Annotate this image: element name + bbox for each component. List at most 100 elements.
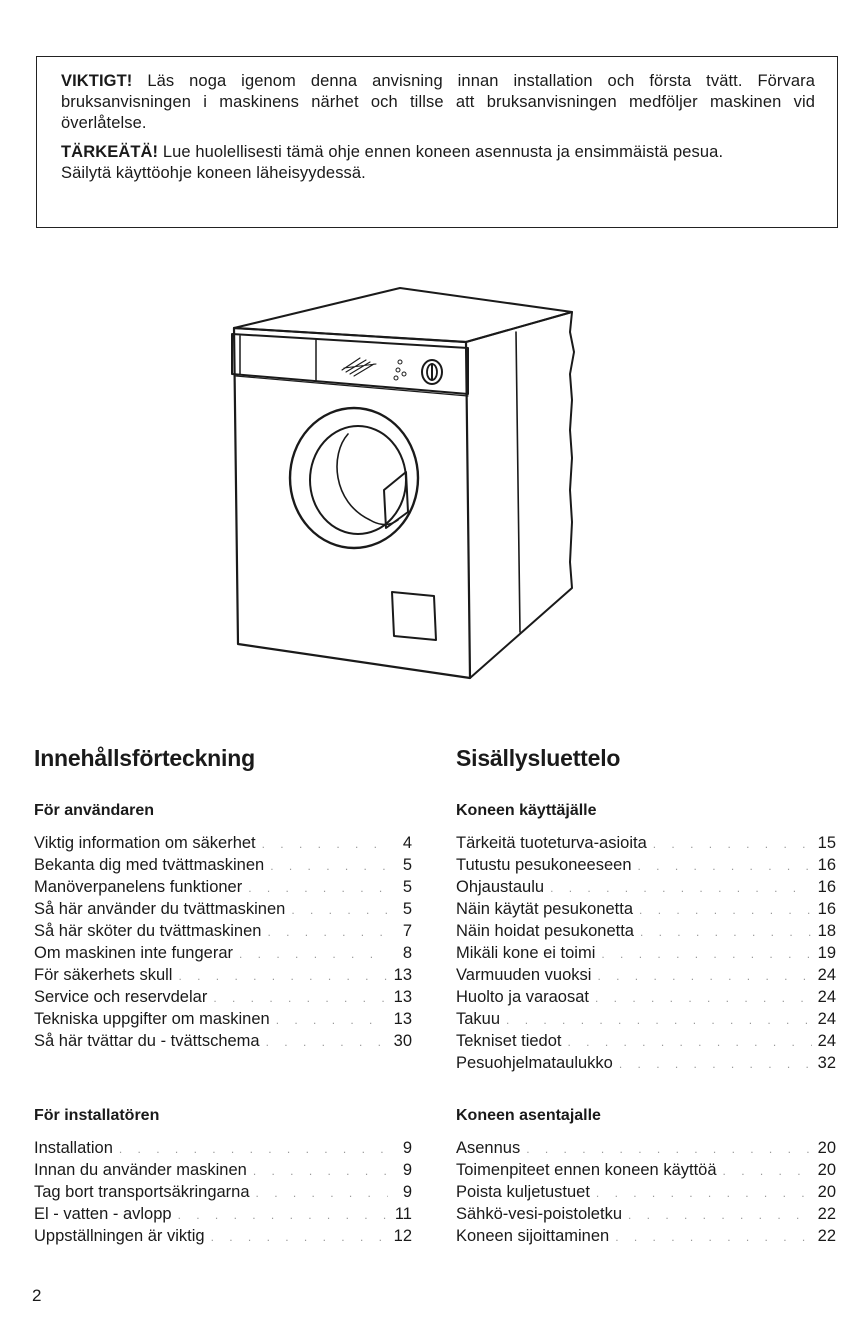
toc-entry-page: 4	[402, 834, 412, 852]
toc-entry: Installation9	[34, 1137, 412, 1159]
toc-leader-dots	[261, 921, 388, 943]
toc-leader-dots	[242, 877, 388, 899]
toc-swedish-user-heading: För användaren	[34, 802, 155, 819]
toc-entry: Så här sköter du tvättmaskinen7	[34, 920, 412, 942]
toc-finnish-user-list: Tärkeitä tuoteturva-asioita15 Tutustu pe…	[456, 832, 836, 1074]
toc-leader-dots	[500, 1009, 812, 1031]
toc-entry-page: 5	[402, 878, 412, 896]
toc-entry-label: Huolto ja varaosat	[456, 988, 589, 1006]
toc-entry-label: Så här tvättar du - tvättschema	[34, 1032, 260, 1050]
toc-leader-dots	[589, 987, 812, 1009]
toc-swedish-title: Innehållsförteckning	[34, 745, 255, 771]
toc-entry-label: Viktig information om säkerhet	[34, 834, 256, 852]
toc-entry: Koneen sijoittaminen22	[456, 1225, 836, 1247]
toc-entry: Näin käytät pesukonetta16	[456, 898, 836, 920]
toc-entry-page: 12	[393, 1227, 412, 1245]
notice-finnish-label: TÄRKEÄTÄ!	[61, 143, 159, 161]
toc-entry-page: 22	[817, 1227, 836, 1245]
toc-entry: Tärkeitä tuoteturva-asioita15	[456, 832, 836, 854]
toc-leader-dots	[247, 1160, 388, 1182]
toc-leader-dots	[264, 855, 388, 877]
toc-entry-label: Takuu	[456, 1010, 501, 1028]
toc-entry-label: El - vatten - avlopp	[34, 1205, 172, 1223]
toc-entry-page: 24	[817, 988, 836, 1006]
toc-leader-dots	[632, 855, 812, 877]
notice-swedish: VIKTIGT! Läs noga igenom denna anvisning…	[61, 71, 815, 134]
toc-entry: Manöverpanelens funktioner 5	[34, 876, 412, 898]
toc-leader-dots	[172, 1204, 388, 1226]
toc-entry-page: 16	[817, 856, 836, 874]
toc-entry-page: 7	[402, 922, 412, 940]
toc-entry-page: 20	[817, 1183, 836, 1201]
toc-entry-page: 16	[817, 878, 836, 896]
toc-leader-dots	[233, 943, 388, 965]
toc-entry-label: Ohjaustaulu	[456, 878, 545, 896]
toc-entry-page: 30	[393, 1032, 412, 1050]
toc-swedish-installer-heading: För installatören	[34, 1107, 160, 1124]
toc-entry-label: Manöverpanelens funktioner	[34, 878, 243, 896]
toc-leader-dots	[633, 899, 812, 921]
toc-leader-dots	[647, 833, 812, 855]
toc-entry-page: 13	[393, 1010, 412, 1028]
toc-entry: Innan du använder maskinen9	[34, 1159, 412, 1181]
toc-entry: Tag bort transportsäkringarna9	[34, 1181, 412, 1203]
toc-entry-label: Installation	[34, 1139, 113, 1157]
toc-swedish: Innehållsförteckning För användaren Vikt…	[34, 740, 414, 1247]
toc-entry-label: Om maskinen inte fungerar	[34, 944, 234, 962]
toc-entry-label: Näin hoidat pesukonetta	[456, 922, 634, 940]
toc-entry: Sähkö-vesi-poistoletku22	[456, 1203, 836, 1225]
toc-leader-dots	[622, 1204, 812, 1226]
page-number: 2	[32, 1286, 42, 1305]
toc-entry-page: 19	[817, 944, 836, 962]
toc-finnish: Sisällysluettelo Koneen käyttäjälle Tärk…	[456, 740, 836, 1247]
toc-leader-dots	[260, 1031, 388, 1053]
toc-finnish-title: Sisällysluettelo	[456, 745, 621, 771]
toc-entry-label: Sähkö-vesi-poistoletku	[456, 1205, 622, 1223]
toc-entry: Viktig information om säkerhet 4	[34, 832, 412, 854]
toc-entry: Huolto ja varaosat 24	[456, 986, 836, 1008]
toc-leader-dots	[613, 1053, 812, 1075]
toc-entry: Toimenpiteet ennen koneen käyttöä20	[456, 1159, 836, 1181]
notice-swedish-text: Läs noga igenom denna anvisning innan in…	[61, 72, 815, 132]
toc-entry-label: Tag bort transportsäkringarna	[34, 1183, 250, 1201]
toc-entry: Näin hoidat pesukonetta 18	[456, 920, 836, 942]
toc-leader-dots	[634, 921, 812, 943]
toc-leader-dots	[270, 1009, 388, 1031]
toc-entry: Bekanta dig med tvättmaskinen5	[34, 854, 412, 876]
toc-leader-dots	[561, 1031, 812, 1053]
toc-entry-label: Innan du använder maskinen	[34, 1161, 247, 1179]
toc-entry-page: 13	[393, 966, 412, 984]
toc-entry-label: Tutustu pesukoneeseen	[456, 856, 632, 874]
toc-entry: Om maskinen inte fungerar 8	[34, 942, 412, 964]
toc-leader-dots	[285, 899, 388, 921]
toc-entry-page: 8	[402, 944, 412, 962]
toc-leader-dots	[591, 965, 812, 987]
toc-swedish-installer-list: Installation9 Innan du använder maskinen…	[34, 1137, 412, 1247]
toc-entry-label: Poista kuljetustuet	[456, 1183, 590, 1201]
toc-entry-page: 24	[817, 1032, 836, 1050]
toc-leader-dots	[172, 965, 388, 987]
toc-entry-page: 16	[817, 900, 836, 918]
toc-leader-dots	[590, 1182, 812, 1204]
toc-leader-dots	[544, 877, 812, 899]
toc-entry-page: 13	[393, 988, 412, 1006]
toc-entry-page: 20	[817, 1139, 836, 1157]
toc-entry-page: 24	[817, 1010, 836, 1028]
toc-leader-dots	[250, 1182, 388, 1204]
toc-entry-page: 5	[402, 900, 412, 918]
toc-entry-label: Toimenpiteet ennen koneen käyttöä	[456, 1161, 717, 1179]
toc-entry: Ohjaustaulu 16	[456, 876, 836, 898]
toc-entry: Tekniset tiedot24	[456, 1030, 836, 1052]
notice-finnish-text-2: Säilytä käyttöohje koneen läheisyydessä.	[61, 164, 366, 182]
washing-machine-illustration	[231, 287, 575, 680]
toc-entry-page: 11	[394, 1205, 412, 1223]
toc-entry-page: 18	[817, 922, 836, 940]
toc-entry: Tekniska uppgifter om maskinen13	[34, 1008, 412, 1030]
toc-leader-dots	[207, 987, 388, 1009]
toc-entry: Så här använder du tvättmaskinen5	[34, 898, 412, 920]
toc-entry: Takuu 24	[456, 1008, 836, 1030]
toc-entry-page: 32	[817, 1054, 836, 1072]
toc-leader-dots	[595, 943, 812, 965]
toc-entry: El - vatten - avlopp 11	[34, 1203, 412, 1225]
toc-entry-page: 5	[402, 856, 412, 874]
